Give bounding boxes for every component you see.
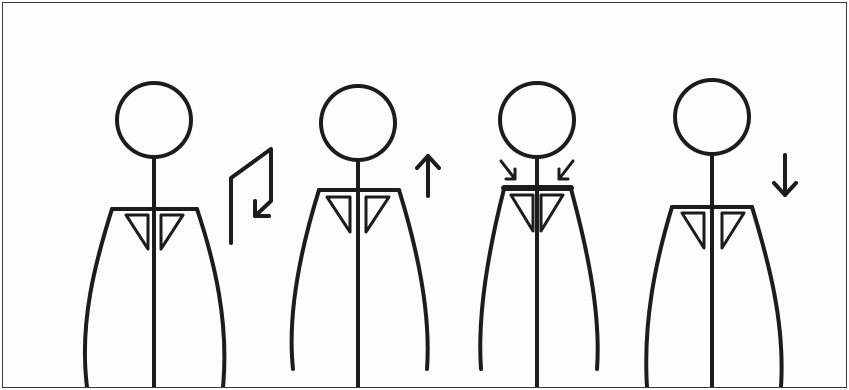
down-arrow-icon xyxy=(774,155,796,195)
figure-3-collar-right xyxy=(541,195,563,231)
figure-4-body-right xyxy=(752,207,782,387)
figure-3-collar-left xyxy=(511,195,533,231)
figure-1-body-right xyxy=(197,209,224,387)
figure-4-body-left xyxy=(646,207,672,387)
rotate-back-arrow-icon xyxy=(231,149,271,243)
figure-1-body-left xyxy=(85,209,112,387)
figure-2-collar-left xyxy=(327,197,350,232)
figure-2-body-right xyxy=(399,190,428,369)
figure-3-body-left xyxy=(480,189,504,369)
figure-1 xyxy=(85,83,271,387)
figure-4 xyxy=(646,80,796,387)
figure-4-head xyxy=(675,80,749,154)
figure-4-collar-right xyxy=(722,213,744,248)
figure-3-body-right xyxy=(571,189,598,369)
shoulder-exercise-diagram xyxy=(3,3,846,387)
up-arrow-icon xyxy=(417,156,439,196)
figure-3 xyxy=(480,83,597,387)
figure-4-collar-left xyxy=(682,213,704,248)
figure-1-head xyxy=(117,83,191,157)
figure-2 xyxy=(292,86,439,387)
figure-1-collar-right xyxy=(161,215,183,249)
figure-3-head xyxy=(500,83,574,157)
figure-2-collar-right xyxy=(366,197,389,232)
figure-1-collar-left xyxy=(126,215,148,249)
figure-2-body-left xyxy=(292,190,319,369)
figure-2-head xyxy=(321,86,395,160)
